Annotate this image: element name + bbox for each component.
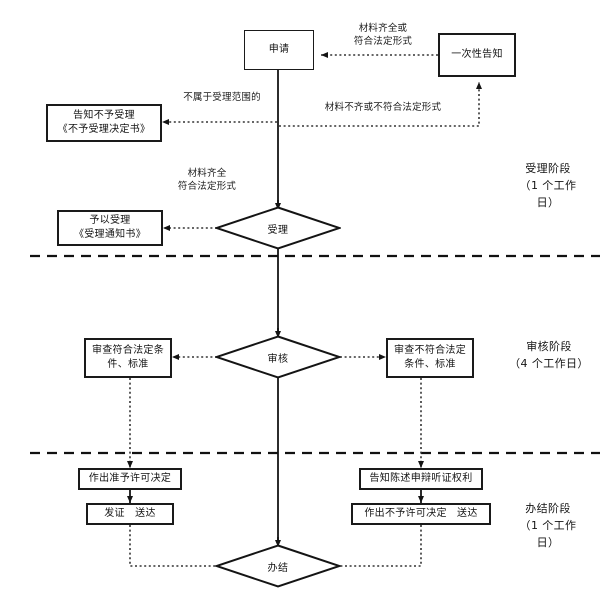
node-grant-acceptance[interactable]: 予以受理 《受理通知书》 <box>57 210 163 246</box>
stage-label-complete-line2: （1 个工作 <box>519 519 577 533</box>
decision-review-label: 审核 <box>267 353 289 365</box>
node-review-pass[interactable]: 审查符合法定条 件、标准 <box>84 338 172 378</box>
stage-label-review: 审核阶段 （4 个工作日） <box>498 338 600 372</box>
node-one-time-notice[interactable]: 一次性告知 <box>438 33 516 77</box>
stage-label-accept-line1: 受理阶段 <box>525 162 571 175</box>
edge-label-materials-complete: 材料齐全 符合法定形式 <box>155 167 259 194</box>
node-one-time-notice-label: 一次性告知 <box>451 49 503 61</box>
node-review-fail-line2: 条件、标准 <box>404 359 456 370</box>
node-issue-deliver[interactable]: 发证 送达 <box>86 503 174 525</box>
node-grant-acceptance-line2: 《受理通知书》 <box>73 229 147 240</box>
stage-label-complete-line1: 办结阶段 <box>525 502 571 515</box>
node-apply-label: 申请 <box>268 44 290 56</box>
node-grant-permit[interactable]: 作出准予许可决定 <box>78 468 182 490</box>
node-deny-permit-label: 作出不予许可决定 送达 <box>364 508 478 520</box>
edge-label-materials-incomplete-line1: 材料不齐或不符合法定形式 <box>324 102 442 113</box>
stage-label-accept-line2: （1 个工作 <box>519 179 577 193</box>
edge-label-not-in-scope-line1: 不属于受理范围的 <box>183 92 261 103</box>
node-reject-acceptance[interactable]: 告知不予受理 《不予受理决定书》 <box>46 104 162 142</box>
edge-label-materials-complete-line1: 材料齐全 <box>187 168 227 179</box>
edge-label-materials-complete-line2: 符合法定形式 <box>177 181 237 193</box>
node-review-fail-line1: 审查不符合法定 <box>393 345 467 357</box>
node-review-fail[interactable]: 审查不符合法定 条件、标准 <box>386 338 474 378</box>
decision-accept[interactable]: 受理 <box>215 206 341 250</box>
stage-label-accept: 受理阶段 （1 个工作 日） <box>500 160 596 211</box>
node-reject-acceptance-line1: 告知不予受理 <box>73 110 135 122</box>
node-notice-rights[interactable]: 告知陈述申辩听证权利 <box>359 468 483 490</box>
decision-complete[interactable]: 办结 <box>215 544 341 588</box>
node-reject-acceptance-line2: 《不予受理决定书》 <box>57 124 151 135</box>
edge-label-materials-complete-or-line2: 符合法定形式 <box>353 36 413 48</box>
node-deny-permit[interactable]: 作出不予许可决定 送达 <box>351 503 491 525</box>
stage-label-complete: 办结阶段 （1 个工作 日） <box>500 500 596 551</box>
node-issue-deliver-label: 发证 送达 <box>104 508 156 520</box>
edge-label-materials-incomplete: 材料不齐或不符合法定形式 <box>300 101 466 114</box>
stage-label-review-line2: （4 个工作日） <box>509 357 589 371</box>
stage-label-complete-line3: 日） <box>536 536 560 550</box>
decision-review[interactable]: 审核 <box>215 335 341 379</box>
node-grant-acceptance-line1: 予以受理 <box>89 215 131 227</box>
node-review-pass-line1: 审查符合法定条 <box>91 345 165 357</box>
decision-accept-label: 受理 <box>267 224 289 236</box>
stage-label-review-line1: 审核阶段 <box>526 340 572 353</box>
node-review-pass-line2: 件、标准 <box>107 359 149 370</box>
decision-complete-label: 办结 <box>267 562 289 574</box>
stage-label-accept-line3: 日） <box>536 196 560 210</box>
node-apply[interactable]: 申请 <box>244 30 314 70</box>
edge-label-materials-complete-or-line1: 材料齐全或 <box>358 23 408 34</box>
edge-label-materials-complete-or: 材料齐全或 符合法定形式 <box>330 22 436 49</box>
node-notice-rights-label: 告知陈述申辩听证权利 <box>369 473 473 485</box>
node-grant-permit-label: 作出准予许可决定 <box>88 473 172 485</box>
edge-label-not-in-scope: 不属于受理范围的 <box>170 91 274 104</box>
